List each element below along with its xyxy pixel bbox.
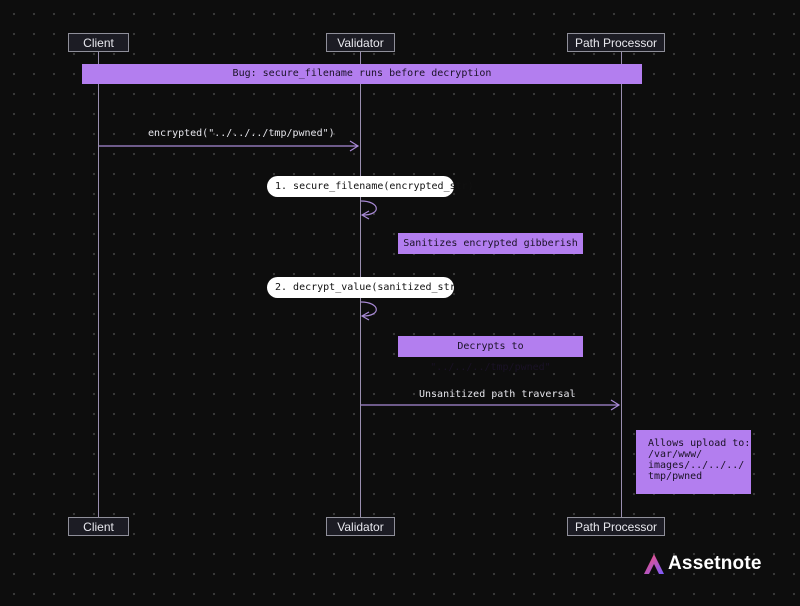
brand-name: Assetnote (668, 553, 762, 574)
validator-actor-bottom: Validator (326, 517, 395, 536)
client-lifeline (98, 52, 99, 517)
step1-self-loop-arrowhead (360, 210, 370, 220)
allows-upload-line: Allows upload to: (648, 438, 751, 449)
step2-decrypt-value-call: 2. decrypt_value(sanitized_str) (267, 277, 462, 298)
allows-upload-line: images/../../../ (648, 460, 745, 471)
assetnote-logo: Assetnote (642, 552, 762, 580)
client-actor-top: Client (68, 33, 129, 52)
allows-upload-line: tmp/pwned (648, 471, 703, 482)
path-processor-actor-bottom: Path Processor (567, 517, 665, 536)
encrypted-message-arrowhead (349, 140, 360, 152)
allows-upload-line: /var/www/ (648, 449, 703, 460)
step2-self-loop (360, 301, 377, 317)
bug-banner: Bug: secure_filename runs before decrypt… (82, 64, 642, 84)
step2-self-loop-arrowhead (360, 311, 370, 321)
assetnote-mark-icon (644, 554, 664, 574)
validator-actor-top: Validator (326, 33, 395, 52)
decrypts-note: Decrypts to "../../../tmp/pwned" (398, 336, 583, 373)
encrypted-message-label: encrypted("../../../tmp/pwned") (148, 128, 335, 139)
traversal-message-label: Unsanitized path traversal (419, 389, 576, 400)
traversal-message-arrowhead (610, 399, 621, 411)
step1-self-loop (360, 200, 377, 216)
sanitizes-note: Sanitizes encrypted gibberish (398, 233, 583, 254)
path-processor-actor-top: Path Processor (567, 33, 665, 52)
step1-secure-filename-call: 1. secure_filename(encrypted_str) (267, 176, 474, 197)
allows-upload-note: Allows upload to: /var/www/ images/../..… (636, 430, 751, 494)
client-actor-bottom: Client (68, 517, 129, 536)
path-processor-lifeline (621, 52, 622, 517)
